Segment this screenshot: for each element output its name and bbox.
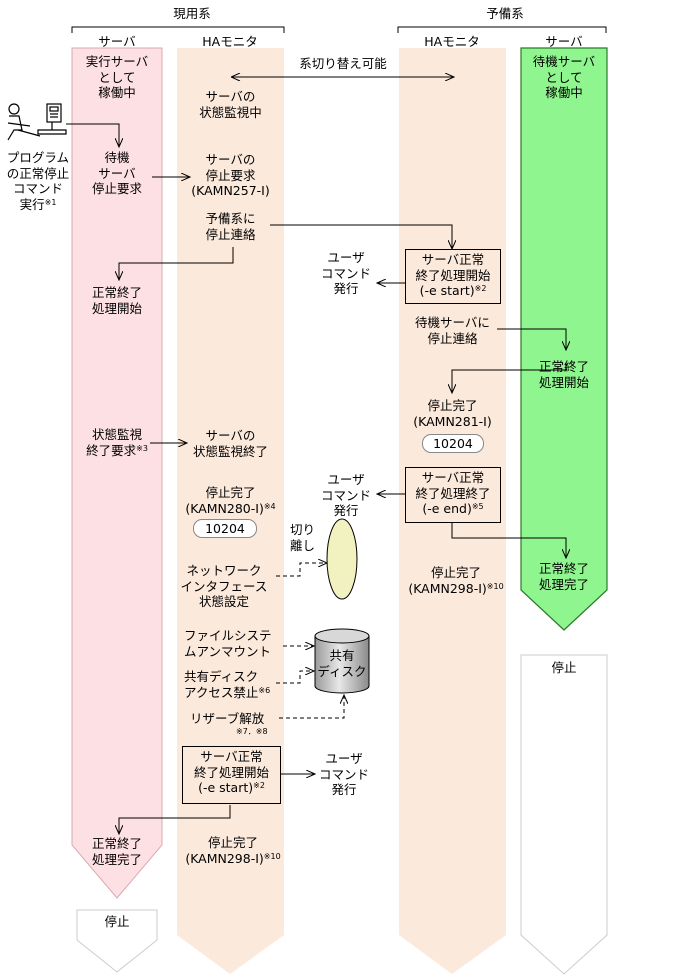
active-system-bracket <box>71 26 285 33</box>
standby-ha-stop-done: 停止完了 (KAMN281-I) <box>413 398 492 429</box>
active-ha-final-done: 停止完了 (KAMN298-I)※10 <box>185 835 281 866</box>
active-ha-reserve: リザーブ解放 <box>190 711 265 726</box>
standby-server-normal-end-start: 正常終了 処理開始 <box>538 359 589 390</box>
program-exec-label: プログラム の正常停止 コマンド 実行※1 <box>6 150 70 212</box>
user-command-1: ユーザ コマンド 発行 <box>320 250 371 296</box>
active-server-running: 実行サーバ として 稼働中 <box>85 54 149 100</box>
active-server-lane <box>71 47 163 973</box>
standby-ha-final-done: 停止完了 (KAMN298-I)※10 <box>408 565 504 596</box>
operator-icon <box>7 103 67 141</box>
header-standby-server: サーバ <box>545 34 583 49</box>
header-active-ha: HAモニタ <box>202 34 258 49</box>
standby-ha-code: 10204 <box>422 434 484 453</box>
active-server-stop-request: 待機 サーバ 停止要求 <box>91 150 142 196</box>
active-ha-disk-access: 共有ディスク アクセス禁止※6 <box>184 669 271 700</box>
active-server-monitor-end-request: 状態監視 終了要求※3 <box>86 427 148 458</box>
header-active-system: 現用系 <box>173 6 211 21</box>
user-command-2: ユーザ コマンド 発行 <box>320 472 371 518</box>
active-ha-network: ネットワーク インタフェース 状態設定 <box>180 563 268 609</box>
active-ha-lane <box>177 48 284 974</box>
standby-server-normal-end-done: 正常終了 処理完了 <box>538 561 589 592</box>
user-command-3: ユーザ コマンド 発行 <box>318 751 369 797</box>
shared-disk-label: 共有 ディスク <box>317 648 367 679</box>
active-ha-notify: 予備系に 停止連絡 <box>205 211 256 242</box>
header-standby-system: 予備系 <box>486 6 524 21</box>
standby-system-bracket <box>397 26 607 33</box>
standby-server-stopped: 停止 <box>551 660 577 675</box>
shared-disk <box>314 628 370 694</box>
active-ha-fs-unmount: ファイルシステ ムアンマウント <box>184 628 272 659</box>
active-ha-box-start: サーバ正常 終了処理開始 (-e start)※2 <box>182 746 281 804</box>
standby-ha-lane <box>399 48 506 974</box>
separation-ellipse <box>326 518 358 600</box>
standby-server-lane <box>520 47 608 975</box>
standby-server-running: 待機サーバ として 稼働中 <box>532 54 596 100</box>
standby-ha-notify: 待機サーバに 停止連絡 <box>415 315 490 346</box>
active-ha-reserve-notes: ※7．※8 <box>236 727 268 736</box>
active-server-normal-end-done: 正常終了 処理完了 <box>91 836 142 867</box>
header-standby-ha: HAモニタ <box>424 34 480 49</box>
standby-ha-box-end: サーバ正常 終了処理終了 (-e end)※5 <box>405 467 501 523</box>
active-ha-stop-done: 停止完了 (KAMN280-I)※4 <box>185 485 276 516</box>
active-ha-monitor-end: サーバの 状態監視終了 <box>192 428 268 459</box>
switch-label: 系切り替え可能 <box>299 56 387 71</box>
active-ha-stop-request: サーバの 停止要求 (KAMN257-I) <box>191 152 270 198</box>
active-ha-monitoring: サーバの 状態監視中 <box>199 89 262 120</box>
active-server-normal-end-start: 正常終了 処理開始 <box>91 285 142 316</box>
header-active-server: サーバ <box>98 34 136 49</box>
active-server-stopped: 停止 <box>104 914 130 929</box>
separation-label: 切り 離し <box>290 522 316 553</box>
standby-ha-box-start: サーバ正常 終了処理開始 (-e start)※2 <box>405 249 501 304</box>
active-ha-code: 10204 <box>193 519 257 538</box>
